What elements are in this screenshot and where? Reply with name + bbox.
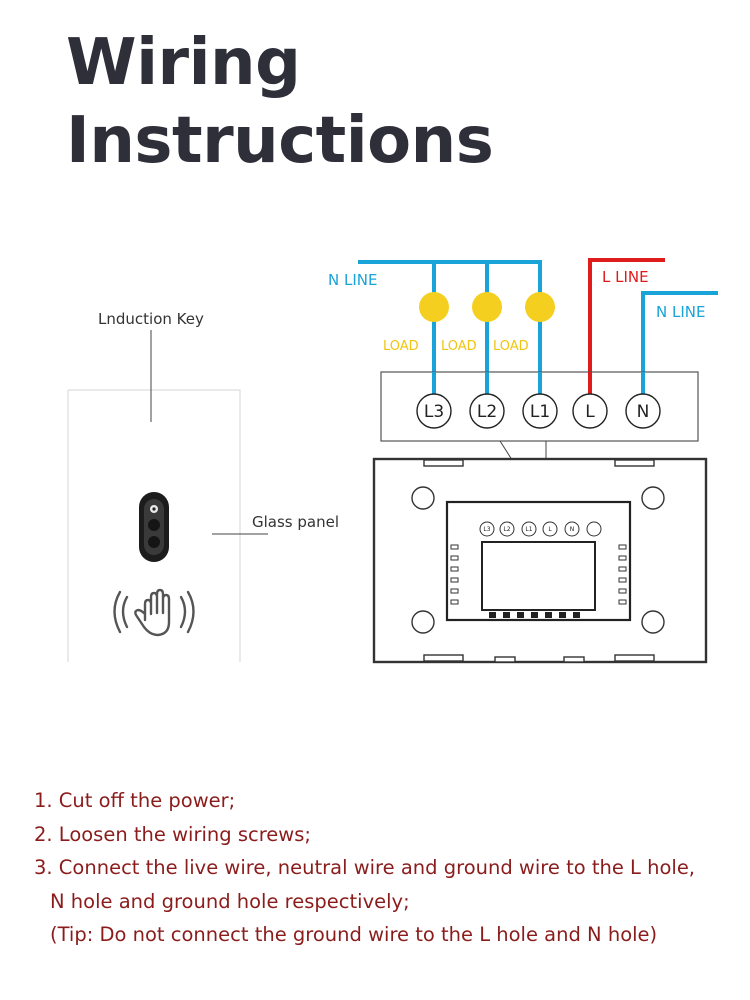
instructions-list: 1. Cut off the power; 2. Loosen the wiri… <box>34 784 734 952</box>
induction-key-label: Lnduction Key <box>98 310 204 328</box>
mini-terminal-l2: L2 <box>503 526 510 533</box>
n-line-right-label: N LINE <box>656 303 705 321</box>
load-label-2: LOAD <box>441 339 477 354</box>
page-title: Wiring Instructions <box>66 24 494 180</box>
instruction-step-1: 1. Cut off the power; <box>34 789 236 812</box>
neutral-wire-right <box>641 291 718 398</box>
terminal-n <box>625 393 661 429</box>
screw-hole-top-left <box>411 486 435 510</box>
mini-terminal-l: L <box>548 526 552 533</box>
switch-back-housing: L3 L2 L1 L N <box>372 457 708 664</box>
load-bulb-l2 <box>472 292 502 322</box>
title-line-2: Instructions <box>66 104 494 178</box>
terminals: L3 L2 L1 L N <box>416 393 661 429</box>
terminal-l <box>572 393 608 429</box>
live-wire <box>588 258 665 398</box>
terminal-label-l2: L2 <box>477 402 497 422</box>
terminal-label-l1: L1 <box>530 402 550 422</box>
terminal-label-n: N <box>637 402 650 422</box>
terminal-label-l: L <box>585 402 595 422</box>
relay-box <box>481 541 596 611</box>
screw-hole-bottom-right <box>641 610 665 634</box>
terminal-l3 <box>416 393 452 429</box>
title-line-1: Wiring <box>66 26 301 100</box>
load-label-1: LOAD <box>383 339 419 354</box>
terminal-label-l3: L3 <box>424 402 444 422</box>
instruction-step-3: 3. Connect the live wire, neutral wire a… <box>34 856 696 879</box>
wave-hand-icon <box>113 588 195 637</box>
mini-terminal-n: N <box>570 526 575 533</box>
terminal-l1 <box>522 393 558 429</box>
screw-hole-bottom-left <box>411 610 435 634</box>
load-bulb-l1 <box>525 292 555 322</box>
mini-terminal-l3: L3 <box>483 526 490 533</box>
instruction-step-2: 2. Loosen the wiring screws; <box>34 822 311 846</box>
l-line-label: L LINE <box>602 268 649 286</box>
camera-sensor-icon <box>139 492 169 562</box>
glass-panel-label: Glass panel <box>252 513 339 531</box>
instruction-step-3-continued: N hole and ground hole respectively; <box>50 889 410 913</box>
load-label-3: LOAD <box>493 339 529 354</box>
screw-hole-top-right <box>641 486 665 510</box>
n-line-left-label: N LINE <box>328 271 377 289</box>
loads: LOAD LOAD LOAD <box>383 292 555 354</box>
terminal-l2 <box>469 393 505 429</box>
mini-terminal-l1: L1 <box>525 526 532 533</box>
load-bulb-l3 <box>419 292 449 322</box>
glass-panel: Lnduction Key Glass panel <box>67 310 339 662</box>
instruction-tip: (Tip: Do not connect the ground wire to … <box>50 923 658 946</box>
